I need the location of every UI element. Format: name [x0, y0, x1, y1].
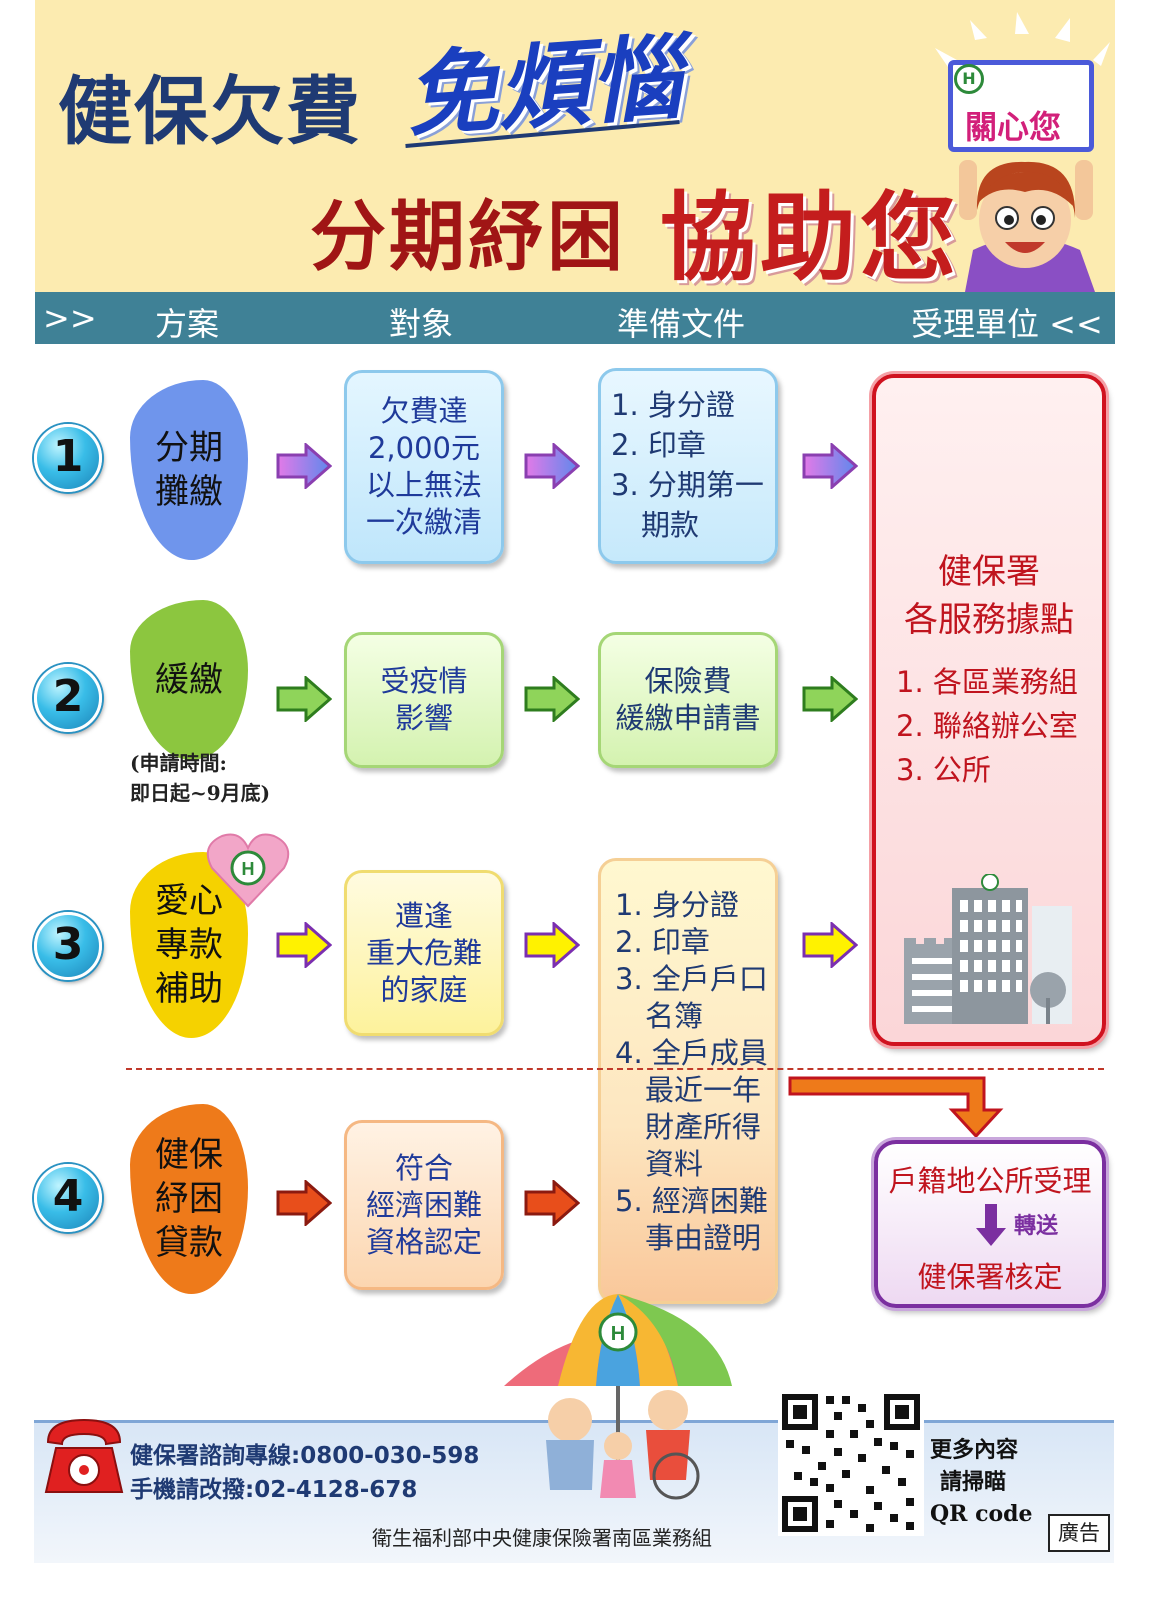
hotline-text: 健保署諮詢專線:0800-030-598: [130, 1443, 480, 1469]
arrow-right-icon: [276, 443, 332, 489]
arrow-right-icon: [276, 676, 332, 722]
office-title: 健保署各服務據點: [904, 552, 1074, 640]
target-box-4: 符合經濟困難資格認定: [344, 1120, 504, 1290]
household-line2: 健保署核定: [917, 1260, 1063, 1294]
girl-mascot-icon: [959, 160, 1095, 292]
arrow-right-icon: [524, 922, 580, 968]
svg-text:H: H: [611, 1323, 625, 1345]
plan-deferral: 緩繳: [130, 600, 248, 760]
qr-caption: 更多內容 請掃瞄 QR code: [930, 1437, 1033, 1527]
household-line1: 戶籍地公所受理: [888, 1164, 1092, 1198]
ad-label: 廣告: [1048, 1514, 1110, 1552]
arrow-right-icon: [524, 443, 580, 489]
arrow-right-icon: [276, 1180, 332, 1226]
column-header-plan: 方案: [155, 305, 220, 343]
column-header-bar: >> 方案 對象 準備文件 受理單位 <<: [35, 292, 1115, 344]
documents-box-2: 保險費緩繳申請書: [598, 632, 778, 768]
office-building-icon: [904, 874, 1072, 1024]
connector-arrow-icon: [788, 1076, 1004, 1139]
organization-name: 衛生福利部中央健康保險署南區業務組: [372, 1526, 712, 1550]
row-number-1: 1: [34, 424, 102, 492]
arrow-right-icon: [802, 922, 858, 968]
section-divider: [126, 1068, 1104, 1070]
column-header-documents: 準備文件: [617, 305, 746, 343]
arrow-right-icon: [802, 443, 858, 489]
arrow-right-icon: [276, 922, 332, 968]
nav-left-marker: >>: [43, 299, 97, 337]
column-header-office: 受理單位 <<: [911, 305, 1103, 343]
target-box-2: 受疫情影響: [344, 632, 504, 768]
mobile-hotline-text: 手機請改撥:02-4128-678: [130, 1477, 418, 1503]
telephone-icon: [44, 1418, 124, 1493]
svg-text:H: H: [242, 859, 255, 879]
transfer-label: 轉送: [1014, 1213, 1059, 1239]
arrow-right-icon: [524, 676, 580, 722]
heart-logo-icon: H: [206, 833, 290, 908]
nhi-logo-icon: H: [954, 64, 984, 94]
row-number-4: 4: [34, 1164, 102, 1232]
title-part2: 分期紓困: [310, 192, 626, 281]
umbrella-family-icon: H: [504, 1294, 732, 1500]
arrow-right-icon: [802, 676, 858, 722]
plan-relief-loan: 健保紓困貸款: [130, 1104, 248, 1294]
target-box-3: 遭逢重大危難的家庭: [344, 870, 504, 1036]
plan-installment: 分期攤繳: [130, 380, 248, 560]
arrow-down-icon: [976, 1204, 1006, 1246]
title-part2-emphasis: 協助您: [660, 182, 960, 294]
arrow-right-icon: [524, 1180, 580, 1226]
care-sign-text: 關心您: [965, 108, 1062, 146]
qr-code-icon: [778, 1390, 924, 1536]
title-part1: 健保欠費: [58, 69, 362, 155]
header-banner: [35, 0, 1115, 292]
column-header-target: 對象: [389, 305, 454, 343]
row-number-3: 3: [34, 912, 102, 980]
deferral-note: (申請時間:即日起~9月底): [130, 751, 271, 805]
row-number-2: 2: [34, 664, 102, 732]
